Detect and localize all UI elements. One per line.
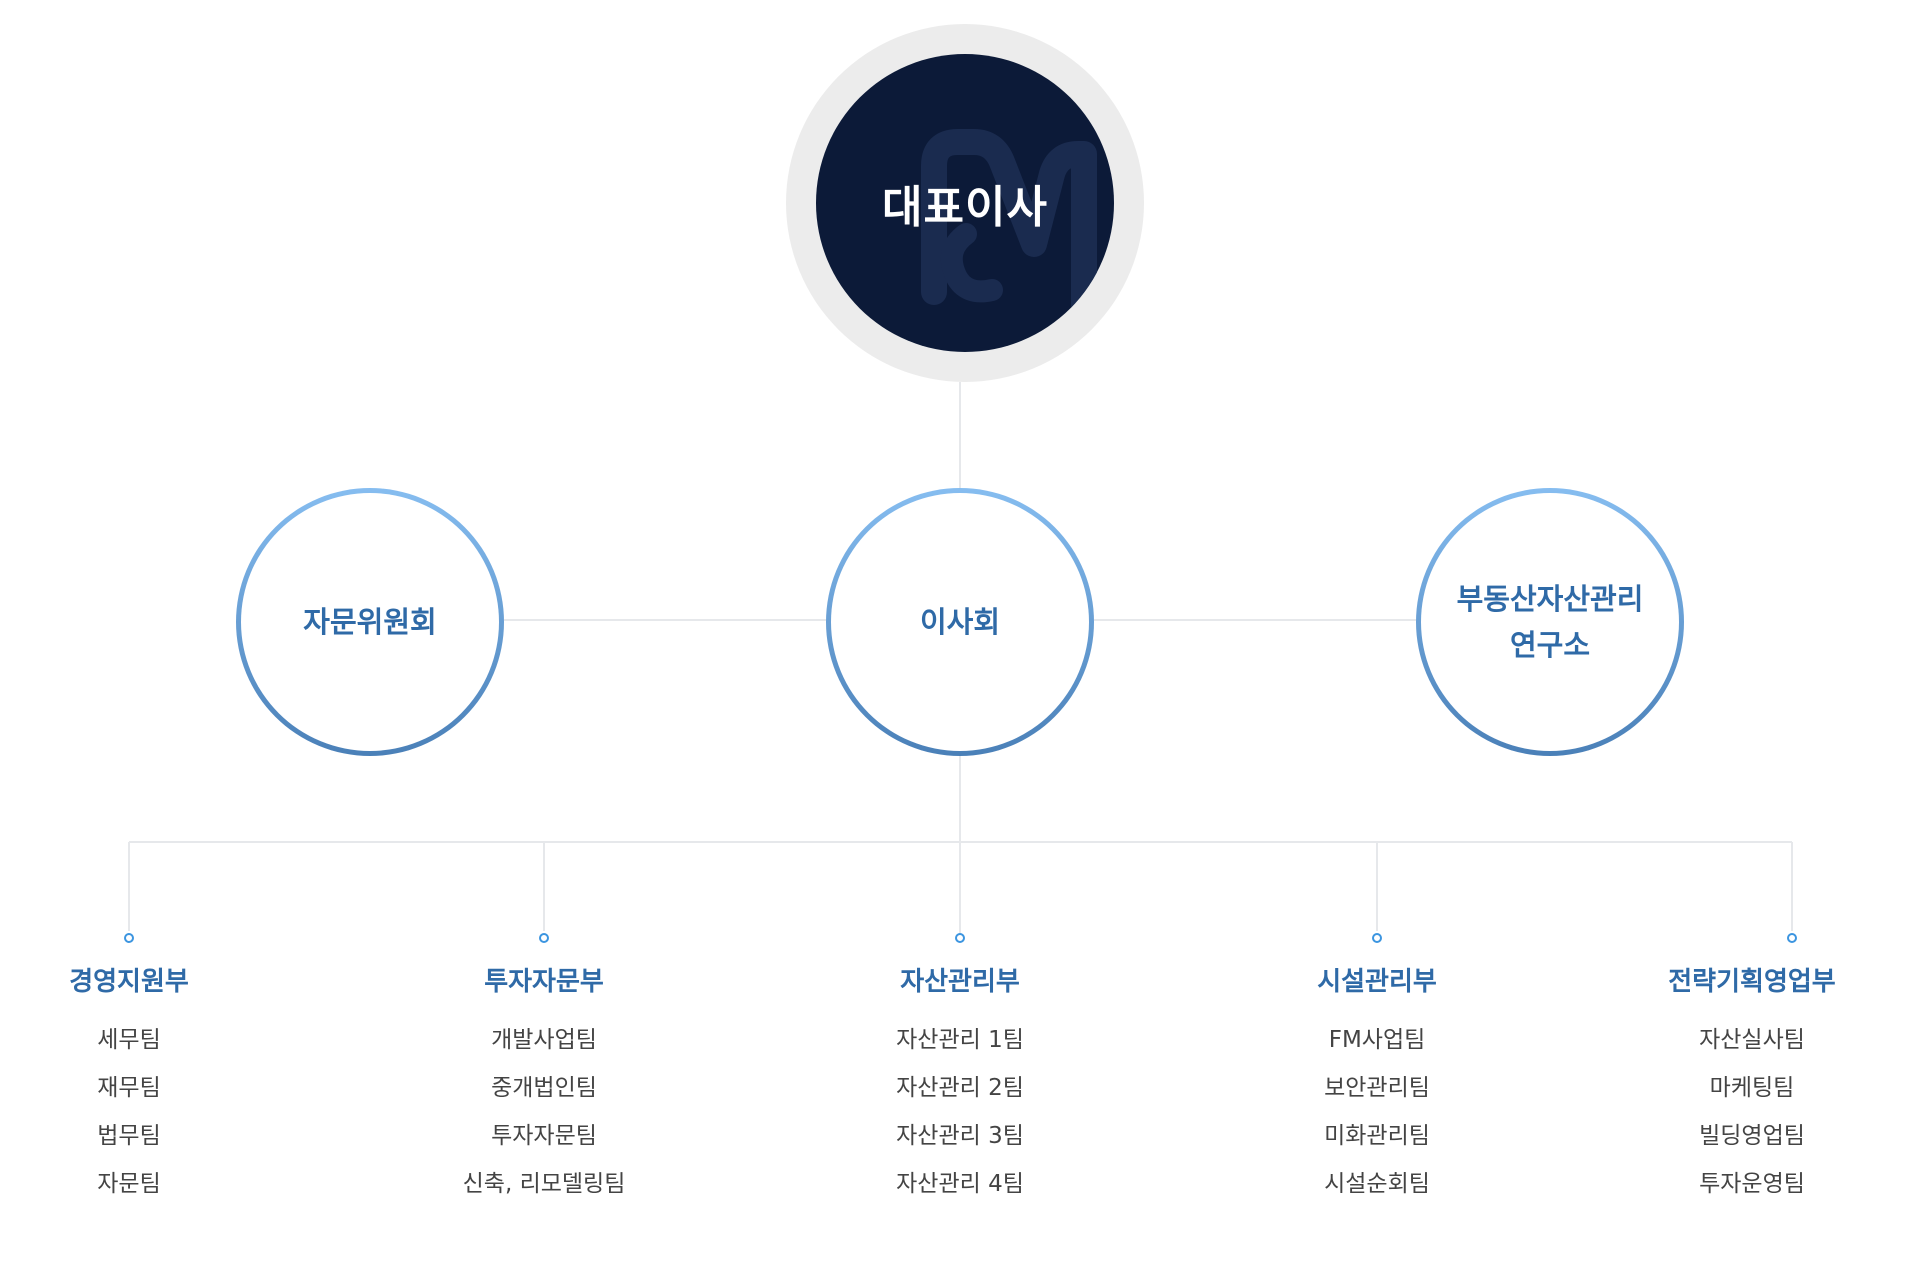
department-title: 시설관리부 xyxy=(1317,967,1437,997)
department-facility-management: 시설관리부 FM사업팀 보안관리팀 미화관리팀 시설순회팀 xyxy=(1217,962,1537,1208)
department-strategy-sales: 전략기획영업부 자산실사팀 마케팅팀 빌딩영업팀 투자운영팀 xyxy=(1592,962,1912,1208)
department-title: 전략기획영업부 xyxy=(1668,967,1836,997)
team-item: 자문팀 xyxy=(97,1171,161,1197)
team-item: 세무팀 xyxy=(97,1027,161,1053)
team-item: 투자운영팀 xyxy=(1699,1171,1805,1197)
department-title: 투자자문부 xyxy=(484,967,604,997)
research-institute-label-line1: 부동산자산관리 xyxy=(1456,582,1644,616)
dept-connector-dot xyxy=(124,933,134,943)
team-item: 개발사업팀 xyxy=(491,1027,597,1053)
dept-connector-dot xyxy=(1372,933,1382,943)
team-item: 보안관리팀 xyxy=(1324,1075,1430,1101)
team-item: 자산관리 4팀 xyxy=(896,1171,1024,1197)
dept-connector-dot xyxy=(539,933,549,943)
department-title: 경영지원부 xyxy=(69,967,189,997)
team-list: 자산실사팀 마케팅팀 빌딩영업팀 투자운영팀 xyxy=(1592,1016,1912,1208)
team-list: FM사업팀 보안관리팀 미화관리팀 시설순회팀 xyxy=(1217,1016,1537,1208)
team-item: 중개법인팀 xyxy=(491,1075,597,1101)
department-title: 자산관리부 xyxy=(900,967,1020,997)
dept-connector-dot xyxy=(1787,933,1797,943)
board-of-directors-node: 이사회 xyxy=(826,488,1094,756)
team-item: 신축, 리모델링팀 xyxy=(462,1171,626,1197)
team-item: 자산관리 3팀 xyxy=(896,1123,1024,1149)
team-list: 자산관리 1팀 자산관리 2팀 자산관리 3팀 자산관리 4팀 xyxy=(800,1016,1120,1208)
team-item: 빌딩영업팀 xyxy=(1699,1123,1805,1149)
team-item: 마케팅팀 xyxy=(1709,1075,1795,1101)
logo-watermark-icon xyxy=(921,129,1097,329)
team-item: FM사업팀 xyxy=(1328,1027,1426,1053)
team-item: 자산관리 2팀 xyxy=(896,1075,1024,1101)
ceo-node: 대표이사 xyxy=(816,54,1114,352)
team-item: 자산실사팀 xyxy=(1699,1027,1805,1053)
team-item: 자산관리 1팀 xyxy=(896,1027,1024,1053)
research-institute-label-line2: 연구소 xyxy=(1509,628,1591,662)
ceo-label: 대표이사 xyxy=(882,182,1048,233)
team-item: 시설순회팀 xyxy=(1324,1171,1430,1197)
board-of-directors-label: 이사회 xyxy=(919,605,1001,639)
dept-connector-dot xyxy=(955,933,965,943)
team-item: 투자자문팀 xyxy=(491,1123,597,1149)
team-list: 개발사업팀 중개법인팀 투자자문팀 신축, 리모델링팀 xyxy=(384,1016,704,1208)
department-investment-advisory: 투자자문부 개발사업팀 중개법인팀 투자자문팀 신축, 리모델링팀 xyxy=(384,962,704,1208)
department-asset-management: 자산관리부 자산관리 1팀 자산관리 2팀 자산관리 3팀 자산관리 4팀 xyxy=(800,962,1120,1208)
research-institute-node: 부동산자산관리 연구소 xyxy=(1416,488,1684,756)
team-item: 재무팀 xyxy=(97,1075,161,1101)
team-item: 법무팀 xyxy=(97,1123,161,1149)
advisory-committee-node: 자문위원회 xyxy=(236,488,504,756)
department-management-support: 경영지원부 세무팀 재무팀 법무팀 자문팀 xyxy=(0,962,289,1208)
advisory-committee-label: 자문위원회 xyxy=(303,605,437,639)
team-list: 세무팀 재무팀 법무팀 자문팀 xyxy=(0,1016,289,1208)
team-item: 미화관리팀 xyxy=(1324,1123,1430,1149)
